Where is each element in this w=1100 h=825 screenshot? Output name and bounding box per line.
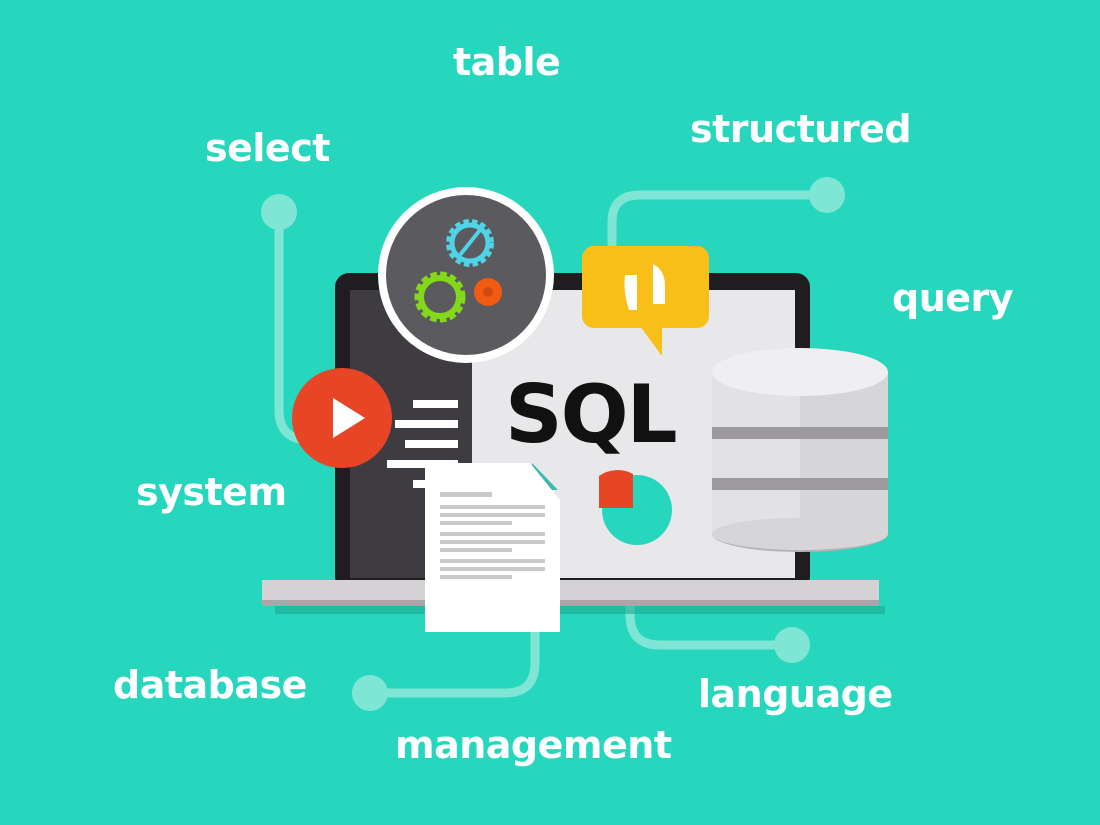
keyword-system: system (136, 470, 287, 514)
keyword-select: select (205, 126, 330, 170)
document-icon (425, 463, 560, 632)
keyword-database: database (113, 663, 307, 707)
keyword-query: query (892, 276, 1014, 320)
keyword-language: language (698, 672, 893, 716)
speech-bubble-icon (582, 246, 709, 356)
database-icon (712, 348, 888, 552)
sql-title: SQL (505, 368, 678, 461)
keyword-table: table (453, 40, 561, 84)
keyword-structured: structured (690, 107, 912, 151)
gears-icon (378, 187, 554, 363)
connector-dots (261, 177, 845, 711)
pie-chart-icon (599, 470, 672, 545)
play-icon (292, 368, 392, 468)
keyword-management: management (395, 723, 672, 767)
